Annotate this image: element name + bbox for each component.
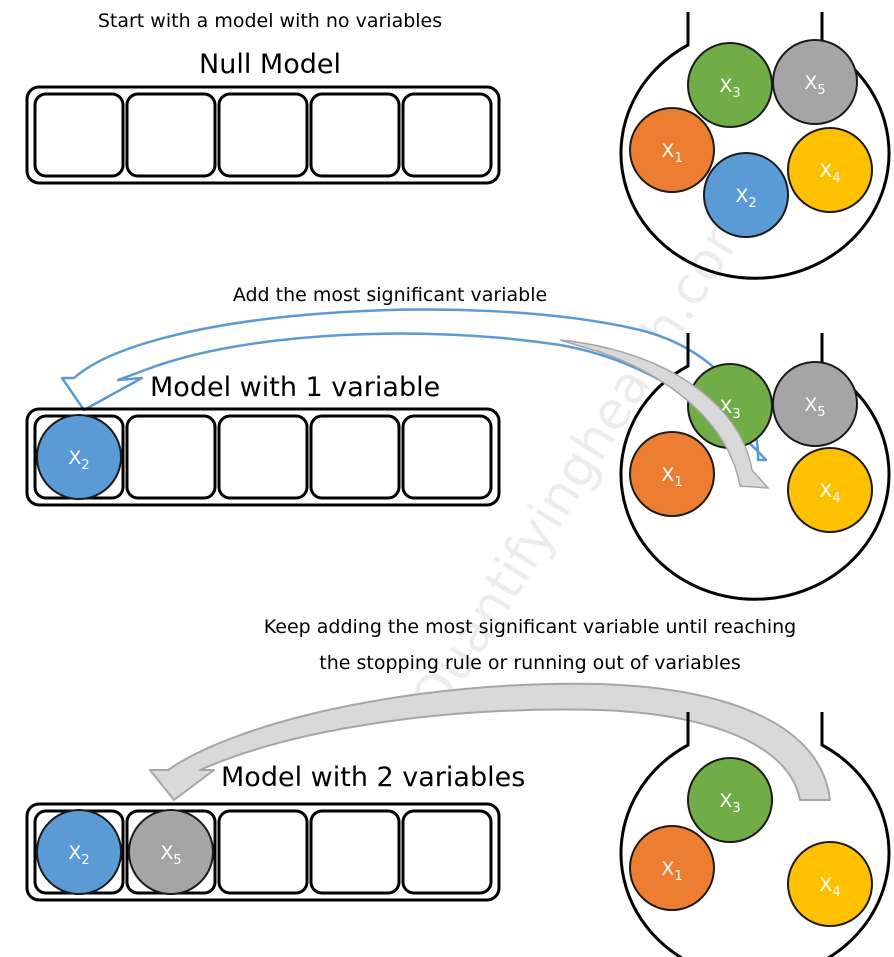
model-container-null: [25, 85, 501, 185]
step-one-variable: Add the most significant variable Model …: [25, 284, 891, 601]
variable-circle: [629, 431, 715, 517]
step-null-model: Start with a model with no variables Nul…: [25, 10, 891, 280]
variable-circle: [787, 447, 873, 533]
variable-label: X1: [661, 858, 682, 884]
variable-x4-pool: X4: [787, 841, 873, 927]
variable-x5-pool: X5: [772, 361, 858, 447]
variable-x1-pool: X1: [629, 431, 715, 517]
model-slot: [33, 92, 125, 178]
variable-circle: [772, 361, 858, 447]
add-variable-arrow-gray-tail: [559, 339, 770, 489]
step2-model-title: Model with 1 variable: [150, 372, 440, 403]
step3-model-title: Model with 2 variables: [221, 762, 525, 793]
variable-circle: [128, 809, 214, 895]
variable-label: X4: [819, 874, 840, 900]
variable-label: X2: [68, 447, 89, 473]
model-slot: [401, 809, 493, 895]
variable-x2-model: X2: [36, 809, 122, 895]
variable-circle: [787, 841, 873, 927]
variable-circle: [787, 127, 873, 213]
variable-circle: [629, 107, 715, 193]
step2-instruction: Add the most significant variable: [233, 284, 547, 306]
model-slot: [217, 809, 309, 895]
variable-label: X5: [160, 842, 181, 868]
variable-label: X3: [719, 790, 740, 816]
model-slot: [309, 92, 401, 178]
variable-x4-pool: X4: [787, 447, 873, 533]
model-slot: [309, 414, 401, 500]
variable-x3-pool: X3: [687, 757, 773, 843]
variable-label: X3: [719, 75, 740, 101]
step3-instruction-line2: the stopping rule or running out of vari…: [319, 652, 741, 674]
variable-label: X5: [804, 394, 825, 420]
variable-x3-pool: X3: [687, 42, 773, 128]
variable-circle: [703, 152, 789, 238]
variable-pool-jar: [619, 333, 891, 601]
variable-circle: [687, 757, 773, 843]
variable-label: X2: [735, 185, 756, 211]
variable-label: X1: [661, 464, 682, 490]
variable-x2-pool: X2: [703, 152, 789, 238]
model-slot: [401, 414, 493, 500]
variable-pool-jar: [619, 12, 891, 280]
variable-label: X1: [661, 140, 682, 166]
step3-instruction-line1: Keep adding the most significant variabl…: [264, 616, 796, 638]
variable-circle: [772, 39, 858, 125]
variable-x5-model: X5: [128, 809, 214, 895]
model-slot: [401, 92, 493, 178]
variable-label: X2: [68, 842, 89, 868]
model-slot: [125, 92, 217, 178]
model-slot: [217, 414, 309, 500]
variable-x4-pool: X4: [787, 127, 873, 213]
variable-label: X4: [819, 480, 840, 506]
variable-circle: [36, 414, 122, 500]
step1-instruction: Start with a model with no variables: [98, 10, 442, 32]
variable-x2-model: X2: [36, 414, 122, 500]
variable-circle: [36, 809, 122, 895]
model-slot: [217, 92, 309, 178]
step1-model-title: Null Model: [199, 49, 341, 80]
variable-label: X4: [819, 160, 840, 186]
variable-circle: [687, 42, 773, 128]
model-slot: [125, 414, 217, 500]
variable-x1-pool: X1: [629, 825, 715, 911]
add-variable-arrow-gray: [149, 682, 831, 801]
variable-circle: [629, 825, 715, 911]
variable-x1-pool: X1: [629, 107, 715, 193]
model-slot: [309, 809, 401, 895]
variable-x5-pool: X5: [772, 39, 858, 125]
variable-pool-jar: [619, 712, 891, 957]
variable-label: X5: [804, 72, 825, 98]
